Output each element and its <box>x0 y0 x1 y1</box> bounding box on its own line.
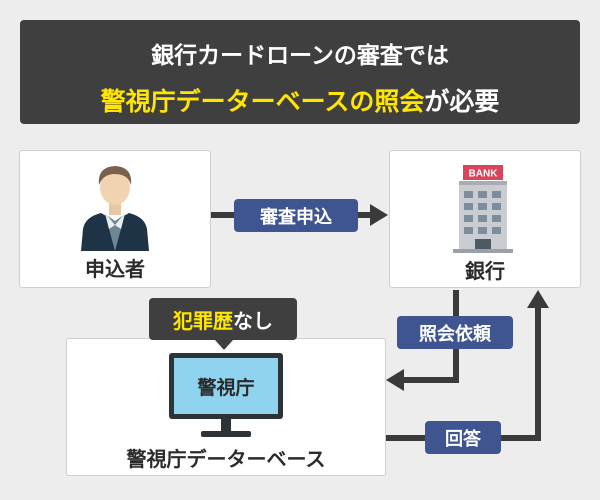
callout-tail <box>215 340 233 350</box>
title-line-2-rest: が必要 <box>424 87 500 116</box>
bank-building-icon: BANK <box>453 165 513 253</box>
title-highlight: 警視庁データーベースの照会 <box>100 87 425 116</box>
applicant-card: 申込者 <box>19 150 211 288</box>
database-label: 警視庁データーベース <box>126 447 326 471</box>
inquiry-pill: 照会依頼 <box>397 316 513 349</box>
monitor-screen-text: 警視庁 <box>197 376 255 399</box>
bank-sign-text: BANK <box>469 169 499 180</box>
bank-label: 銀行 <box>465 259 505 283</box>
database-card: 警視庁 警視庁データーベース <box>66 338 386 476</box>
person-icon <box>81 166 149 251</box>
application-pill: 審査申込 <box>234 199 358 232</box>
bank-card: BANK 銀行 <box>389 150 581 288</box>
answer-pill: 回答 <box>425 421 501 454</box>
monitor-icon <box>169 353 283 437</box>
title-line-1: 銀行カードローンの審査では <box>151 43 449 69</box>
no-criminal-record-callout: 犯罪歴なし <box>149 298 297 340</box>
answer-arrow <box>384 290 549 441</box>
title-line-2: 警視庁データーベースの照会が必要 <box>20 82 580 118</box>
title-banner: 銀行カードローンの審査では 警視庁データーベースの照会が必要 <box>20 20 580 124</box>
callout-highlight: 犯罪歴 <box>173 308 233 333</box>
callout-rest: なし <box>233 308 273 333</box>
applicant-label: 申込者 <box>85 257 145 281</box>
